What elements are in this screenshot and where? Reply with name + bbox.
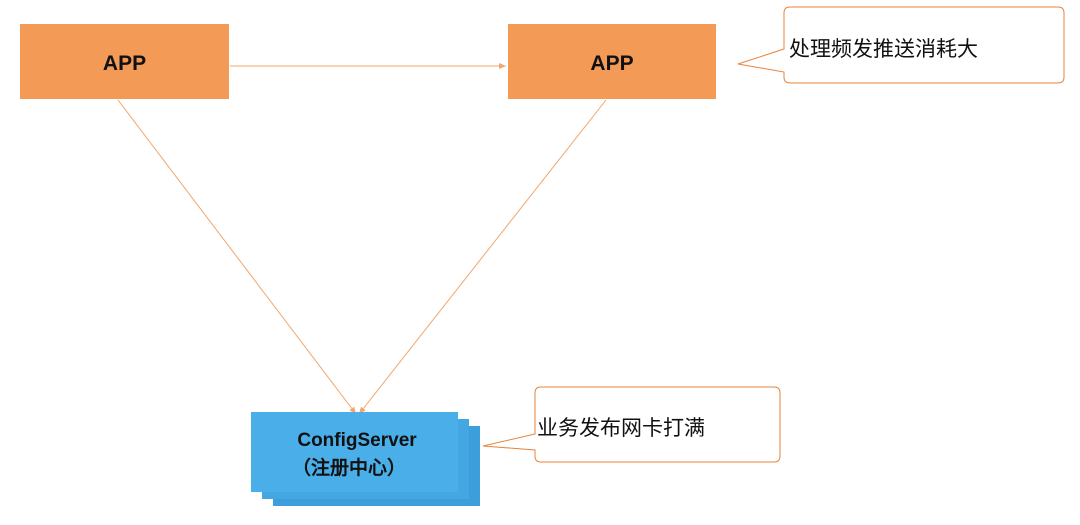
callout-app-cost-bubble [737,6,1065,84]
configserver-node-label: ConfigServer [297,430,417,451]
callout-app-cost: 处理频发推送消耗大 [737,6,1065,84]
arrow-app-left-to-configserver [117,99,357,415]
app-node-left-label: APP [103,52,146,75]
callout-app-cost-text: 处理频发推送消耗大 [789,37,978,61]
app-node-right-box [508,24,716,99]
callout-network-bubble [482,386,781,463]
app-node-left-box [20,24,229,99]
app-node-right[interactable]: APP [508,24,716,99]
connectors [117,63,607,415]
arrow-app-right-to-configserver [358,99,607,415]
callout-network-text: 业务发布网卡打满 [537,416,705,440]
callout-network: 业务发布网卡打满 [482,386,781,463]
app-node-right-label: APP [590,52,633,75]
app-node-left[interactable]: APP [20,24,229,99]
configserver-node-sublabel: （注册中心） [292,456,406,479]
configserver-node[interactable]: ConfigServer （注册中心） [251,412,480,506]
configserver-node-box [251,412,458,492]
